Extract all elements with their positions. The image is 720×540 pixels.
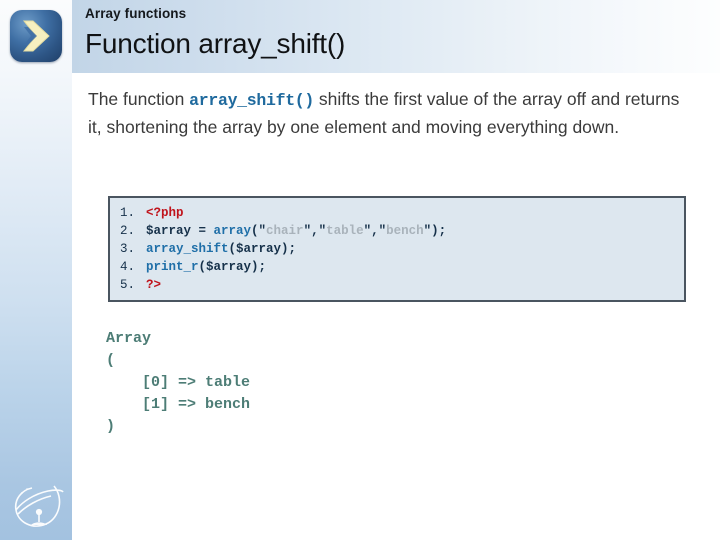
code-token-array-shift-fn: array_shift (146, 242, 229, 256)
paragraph-text-after: shifts the first value of the array off … (88, 89, 680, 137)
left-accent-band (0, 0, 72, 540)
code-line-3: 3. array_shift($array); (120, 240, 684, 258)
header-band (72, 0, 720, 73)
code-token-sep-1: "," (303, 224, 327, 238)
code-token-string-table: table (326, 224, 364, 238)
code-token-close-paren: "); (423, 224, 447, 238)
line-number-5: 5. (120, 278, 136, 292)
satellite-dish-orbit-icon (8, 472, 70, 534)
code-line-5: 5. ?> (120, 276, 684, 294)
page-kicker: Array functions (85, 6, 187, 21)
code-line-4: 4. print_r($array); (120, 258, 684, 276)
line-number-3: 3. (120, 242, 136, 256)
code-token-array-shift-args: ($array); (228, 242, 297, 256)
code-token-php-open: <?php (146, 206, 184, 220)
body-paragraph: The function array_shift() shifts the fi… (88, 86, 688, 141)
chevron-right-tile-icon (10, 10, 62, 62)
code-token-print-r-args: ($array); (198, 260, 267, 274)
code-token-open-paren-quote: (" (251, 224, 267, 238)
code-token-php-close: ?> (146, 278, 162, 292)
code-token-sep-2: "," (363, 224, 387, 238)
output-block: Array ( [0] => table [1] => bench ) (106, 330, 251, 435)
code-token-print-r-fn: print_r (146, 260, 199, 274)
code-token-string-chair: chair (266, 224, 304, 238)
code-token-variable-assign: $array = (146, 224, 214, 238)
line-number-4: 4. (120, 260, 136, 274)
code-line-1: 1. <?php (120, 204, 684, 222)
code-token-array-fn: array (213, 224, 252, 238)
inline-code-array-shift: array_shift() (189, 91, 314, 110)
code-token-string-bench: bench (386, 224, 424, 238)
code-line-2: 2.$array = array("chair","table","bench"… (120, 222, 684, 240)
code-block: 1.<?php 2.$array = array("chair","table"… (108, 196, 686, 302)
paragraph-text-before: The function (88, 89, 190, 109)
line-number-2: 2. (120, 224, 136, 238)
page-title: Function array_shift() (85, 28, 346, 59)
line-number-1: 1. (120, 206, 136, 220)
